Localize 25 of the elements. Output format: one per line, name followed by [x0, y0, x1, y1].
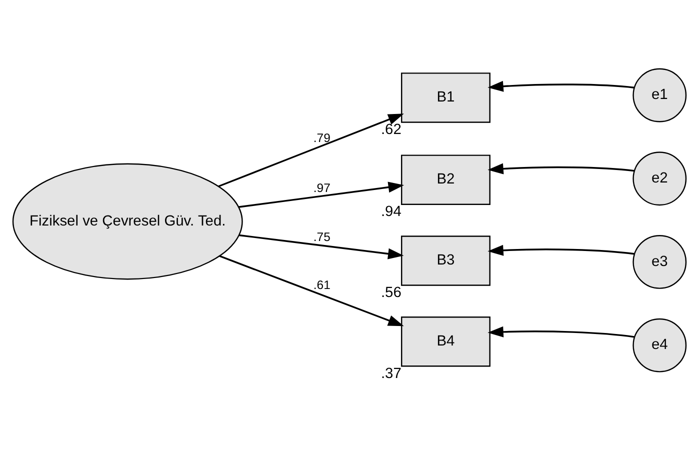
arrow: [488, 244, 634, 256]
node-circle: e1: [632, 68, 687, 122]
node-circle: e3: [632, 235, 687, 289]
node-box: B1: [400, 72, 490, 123]
node-label: .62: [380, 122, 402, 138]
node-box: B4: [400, 316, 490, 367]
arrow: [488, 80, 634, 92]
arrow: [219, 255, 404, 326]
edge-label: .61: [313, 278, 330, 292]
arrow: [218, 114, 404, 188]
edge-label: .75: [313, 230, 330, 244]
edge-label: .97: [313, 181, 330, 196]
node-circle: e4: [632, 318, 687, 372]
node-label: .56: [380, 285, 402, 302]
node-circle: e2: [632, 152, 687, 206]
arrow: [488, 326, 634, 338]
node-box: B2: [400, 154, 490, 205]
arrow: [238, 182, 404, 208]
arrow: [239, 234, 404, 260]
node-box: B3: [400, 236, 490, 286]
node-label: .37: [380, 366, 402, 382]
arrow: [488, 163, 634, 174]
node-label: .94: [380, 204, 402, 220]
node-ellipse: Fiziksel ve Çevresel Güv. Ted.: [12, 163, 243, 280]
edge-label: .79: [313, 130, 330, 145]
